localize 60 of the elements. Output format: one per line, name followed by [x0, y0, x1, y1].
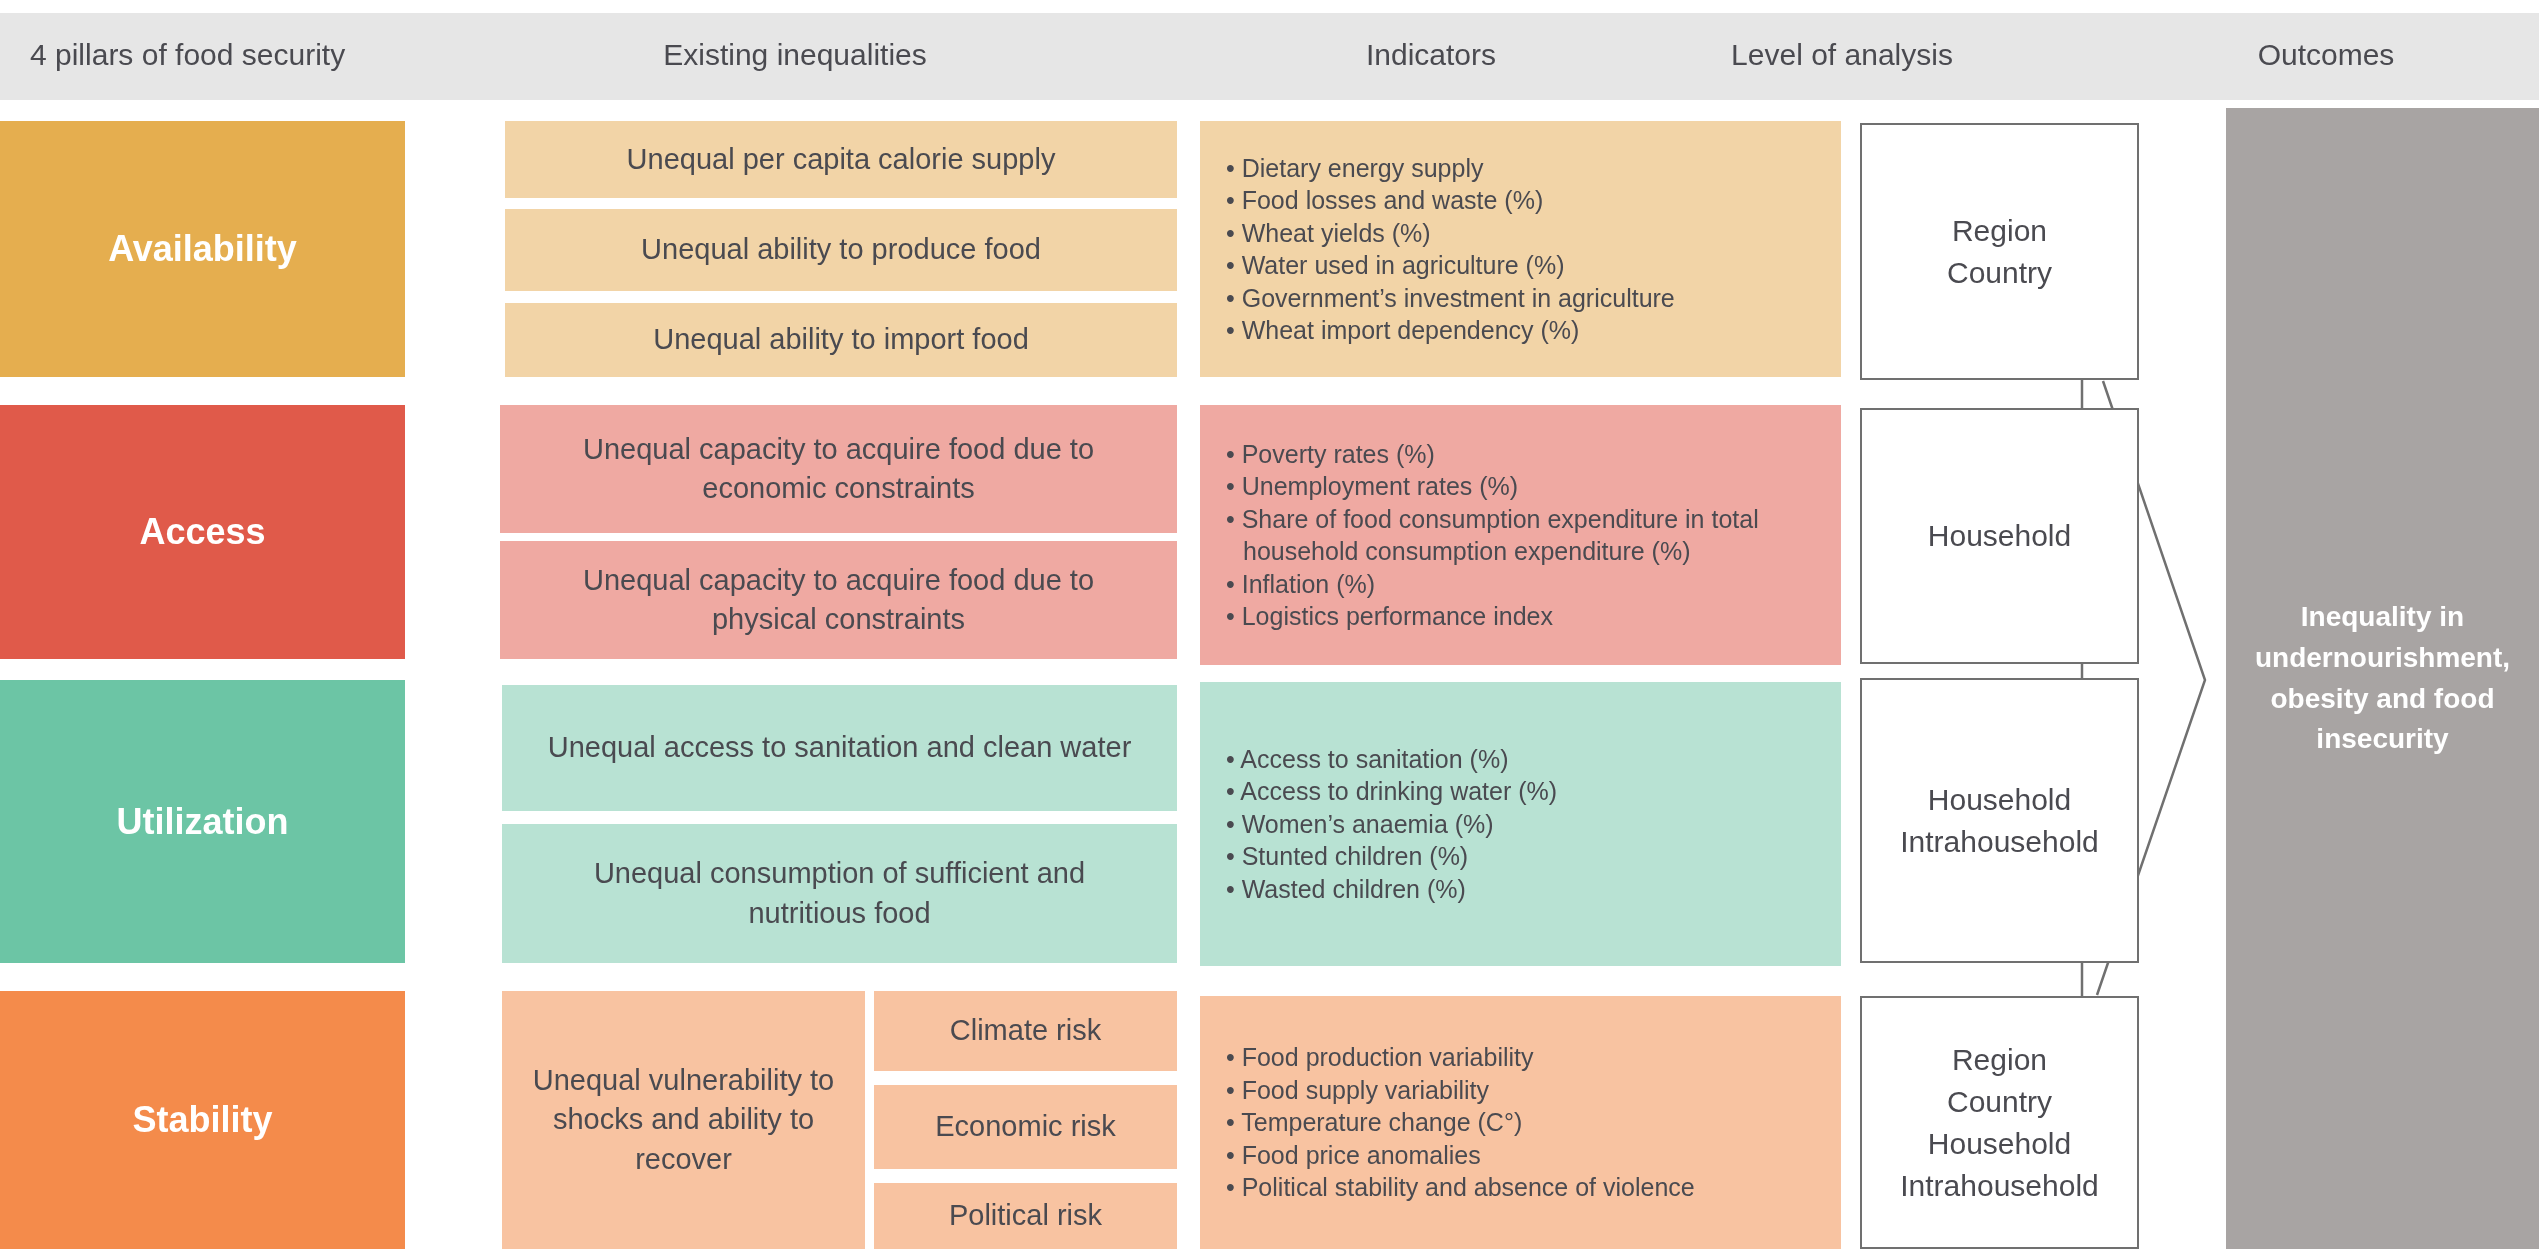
bullet-item: • Stunted children (%) — [1226, 841, 1470, 873]
bullet-item: • Access to sanitation (%) — [1226, 743, 1510, 775]
indicator-box — [1200, 405, 1841, 665]
bullet-item: • Dietary energy supply — [1226, 152, 1485, 184]
inequality-box: Unequal ability to import food — [505, 303, 1177, 377]
bullet-item: • Logistics performance index — [1226, 601, 1554, 632]
pillar-box: Access — [0, 405, 405, 659]
bullet-item: • Food price anomalies — [1226, 1139, 1482, 1171]
inequality-box: Political risk — [874, 1183, 1177, 1249]
level-text: Intrahousehold — [1900, 1167, 2099, 1204]
bullet-item: • Unemployment rates (%) — [1226, 471, 1520, 502]
bullet-item: • Temperature change (C°) — [1226, 1107, 1524, 1139]
level-text: Region — [1951, 212, 2048, 249]
bullet-item: • Food supply variability — [1226, 1074, 1491, 1106]
inequality-box: Climate risk — [874, 991, 1177, 1071]
bullet-item: • Food losses and waste (%) — [1226, 185, 1545, 216]
connector-line — [2080, 380, 2084, 408]
level-text: Household — [1927, 781, 2072, 818]
inequality-box: Unequal capacity to acquire food due to economic constraints — [500, 405, 1177, 533]
inequality-box: Unequal consumption of sufficient and nutritious food — [502, 824, 1177, 963]
indicator-box — [1200, 121, 1841, 377]
level-box — [1860, 678, 2139, 963]
bullet-item: • Wheat yields (%) — [1226, 217, 1432, 249]
pillar-box: Utilization — [0, 680, 405, 963]
level-text: Region — [1951, 1041, 2048, 1078]
level-text: Household — [1927, 1125, 2072, 1162]
outcome-box: Inequality in undernourishment, obesity and food insecurity — [2226, 108, 2539, 1249]
bullet-item: • Wasted children (%) — [1226, 873, 1467, 905]
inequality-box: Economic risk — [874, 1085, 1177, 1169]
indicator-box — [1200, 996, 1841, 1249]
bullet-item: • Share of food consumption expenditure in total household consumption expenditure (%) — [1226, 503, 1760, 567]
bullet-item: • Food production variability — [1226, 1042, 1535, 1074]
column-header: Existing inequalities — [663, 38, 927, 72]
level-text: Country — [1946, 1083, 2052, 1120]
bullet-item: • Women’s anaemia (%) — [1226, 808, 1495, 840]
bullet-item: • Government’s investment in agriculture — [1226, 282, 1675, 314]
level-box — [1860, 123, 2139, 380]
level-box — [1860, 996, 2139, 1249]
column-header: 4 pillars of food security — [30, 38, 346, 72]
bullet-item: • Access to drinking water (%) — [1226, 776, 1558, 808]
level-box: Household — [1860, 408, 2139, 664]
column-header: Indicators — [1365, 38, 1497, 72]
inequality-box: Unequal per capita calorie supply — [505, 121, 1177, 198]
column-header: Outcomes — [2257, 38, 2395, 72]
connector-line — [2080, 963, 2084, 996]
bullet-item: • Wheat import dependency (%) — [1226, 315, 1581, 346]
level-text: Intrahousehold — [1900, 823, 2099, 860]
inequality-box: Unequal access to sanitation and clean water — [502, 685, 1177, 811]
inequality-box: Unequal capacity to acquire food due to physical constraints — [500, 541, 1177, 659]
inequality-box: Unequal vulnerability to shocks and ability to recover — [502, 991, 865, 1249]
bullet-item: • Poverty rates (%) — [1226, 438, 1436, 470]
column-header: Level of analysis — [1731, 38, 1953, 72]
pillar-box: Stability — [0, 991, 405, 1249]
bullet-item: • Inflation (%) — [1226, 568, 1377, 600]
bullet-item: • Water used in agriculture (%) — [1226, 250, 1566, 281]
pillar-box: Availability — [0, 121, 405, 377]
inequality-box: Unequal ability to produce food — [505, 209, 1177, 291]
level-text: Country — [1946, 254, 2052, 291]
bullet-item: • Political stability and absence of violence — [1226, 1172, 1695, 1204]
indicator-box — [1200, 682, 1841, 966]
